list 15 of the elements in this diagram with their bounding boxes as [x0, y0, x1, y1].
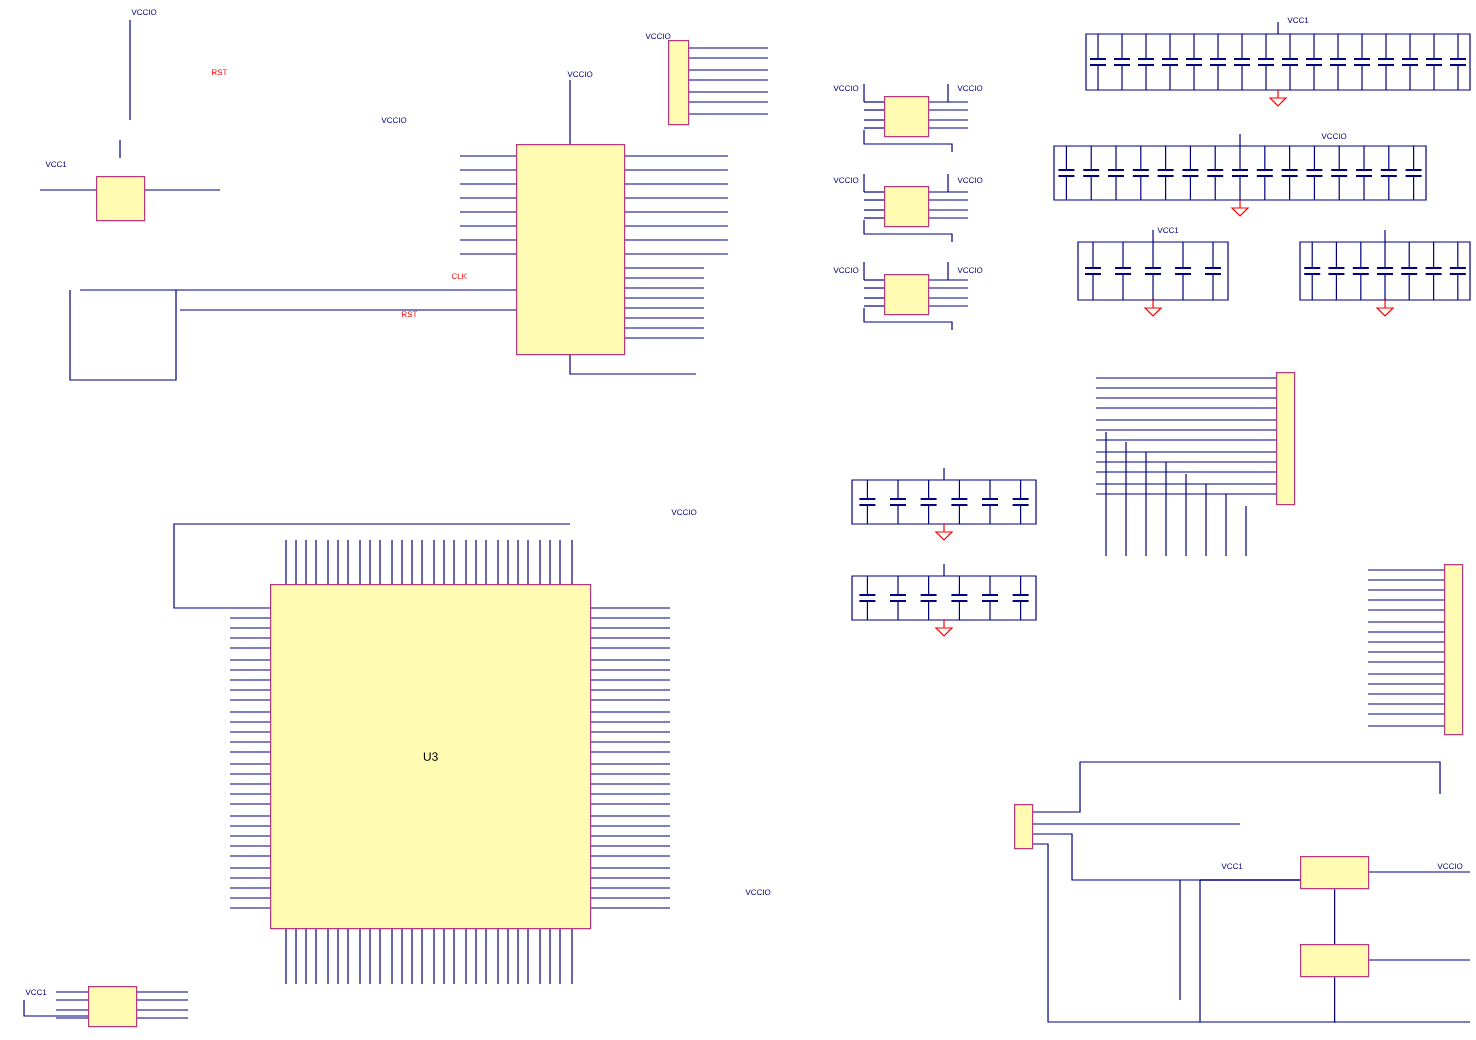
connector-header [1444, 564, 1464, 736]
chip [88, 986, 138, 1028]
chip [884, 274, 930, 316]
wire [1334, 888, 1336, 945]
connector-header [1276, 372, 1296, 506]
chip [884, 186, 930, 228]
chip [516, 144, 626, 356]
connector-header [1014, 804, 1034, 850]
connector-header [668, 40, 690, 126]
wire [1032, 833, 1301, 881]
chip [96, 176, 146, 222]
chip [1300, 856, 1370, 890]
chip [1300, 944, 1370, 978]
wire [1032, 843, 1336, 1023]
chip [884, 96, 930, 138]
